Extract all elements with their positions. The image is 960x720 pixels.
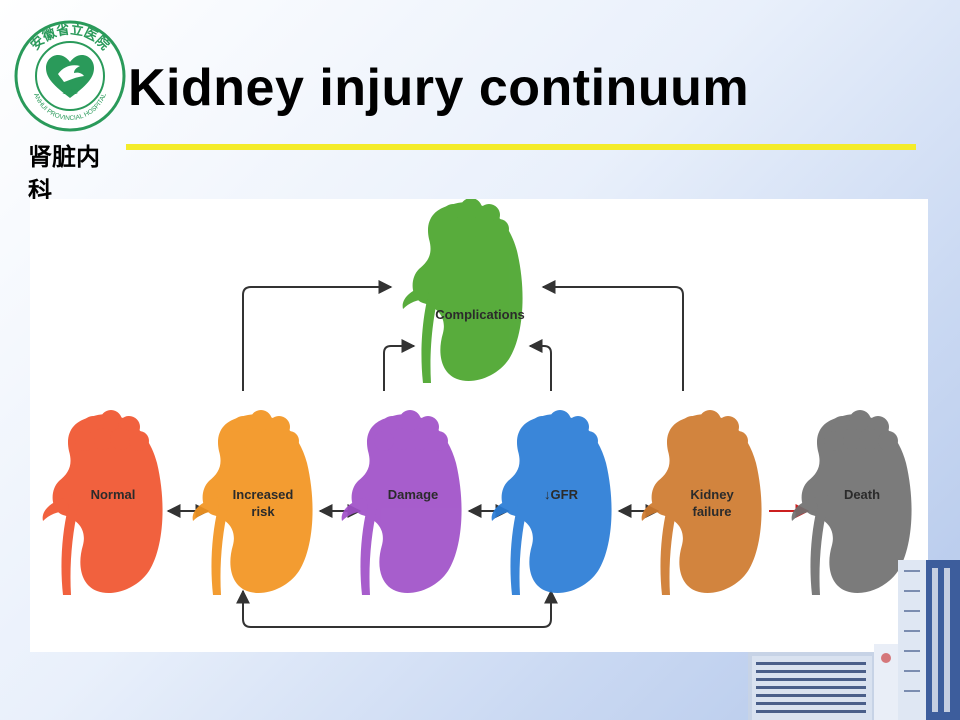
kidney-damage-label: Damage <box>388 487 439 502</box>
arrow-group <box>166 280 684 628</box>
kidney-death: Death <box>791 410 912 595</box>
kidney-failure: Kidney failure <box>641 410 762 595</box>
kidney-failure-label-1: Kidney <box>690 487 734 502</box>
kidney-increased-risk-label-1: Increased <box>233 487 294 502</box>
kidney-gfr-label: ↓GFR <box>544 487 579 502</box>
arrow-gfr-to-complications <box>528 339 552 391</box>
slide-title: Kidney injury continuum <box>128 59 750 117</box>
kidney-continuum-diagram: Complications Normal Increased risk Dama… <box>30 199 928 652</box>
title-underline <box>126 144 916 150</box>
arrow-risk-to-complications <box>242 280 393 391</box>
arrow-failure-to-complications <box>541 280 684 391</box>
kidney-death-label: Death <box>844 487 880 502</box>
kidney-complications-label: Complications <box>435 307 525 322</box>
department-label-line-1: 肾脏内 <box>28 143 100 171</box>
arrow-risk-gfr-loop <box>236 589 558 628</box>
arrow-damage-to-complications <box>383 339 416 391</box>
kidney-normal-label: Normal <box>91 487 136 502</box>
kidney-normal: Normal <box>42 410 163 595</box>
dove-icon <box>58 65 84 82</box>
kidney-increased-risk-label-2: risk <box>251 504 275 519</box>
hospital-building-image <box>748 560 960 720</box>
hospital-logo: 安徽省立医院 ANHUI PROVINCIAL HOSPITAL 1898 <box>14 20 126 132</box>
kidney-failure-label-2: failure <box>692 504 731 519</box>
kidney-complications: Complications <box>402 199 525 383</box>
kidney-increased-risk: Increased risk <box>192 410 313 595</box>
department-label: 肾脏内 科 <box>28 140 128 208</box>
kidney-gfr: ↓GFR <box>491 410 612 595</box>
svg-text:1898: 1898 <box>62 89 78 96</box>
kidney-damage: Damage <box>341 410 462 595</box>
